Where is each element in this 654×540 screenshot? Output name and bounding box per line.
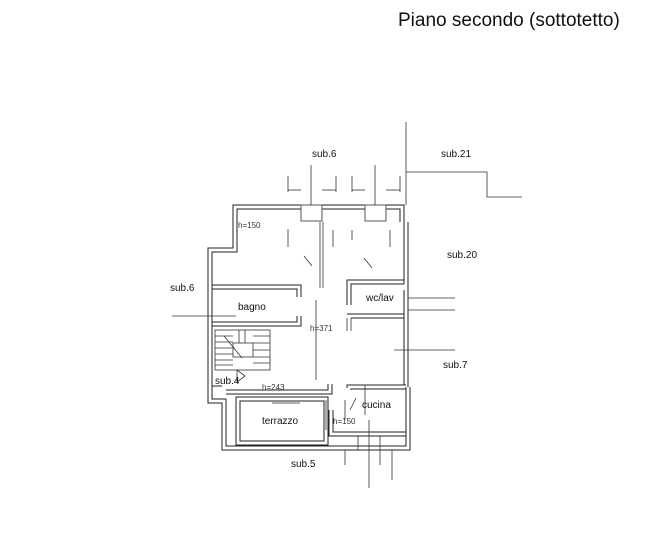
label-sub4: sub.4	[215, 376, 240, 387]
label-wc-lav: wc/lav	[365, 293, 394, 304]
sub21-boundary	[405, 122, 522, 205]
label-h371: h=371	[310, 324, 333, 333]
label-sub6-top: sub.6	[312, 149, 337, 160]
label-h150-bottom: h=150	[333, 417, 356, 426]
label-h243: h=243	[262, 383, 285, 392]
page-title: Piano secondo (sottotetto)	[398, 10, 620, 31]
outer-walls	[207, 204, 411, 451]
projection-lines	[172, 229, 455, 488]
label-sub7: sub.7	[443, 360, 468, 371]
label-h150-top: h=150	[238, 221, 261, 230]
label-bagno: bagno	[238, 302, 266, 313]
label-sub6-left: sub.6	[170, 283, 195, 294]
label-sub21: sub.21	[441, 149, 471, 160]
interior-walls	[212, 222, 406, 437]
staircase	[214, 329, 271, 383]
label-sub5: sub.5	[291, 459, 316, 470]
label-sub20: sub.20	[447, 250, 477, 261]
label-cucina: cucina	[362, 400, 391, 411]
label-terrazzo: terrazzo	[262, 416, 299, 427]
top-niches	[287, 165, 401, 222]
terrazzo-area	[235, 396, 329, 446]
